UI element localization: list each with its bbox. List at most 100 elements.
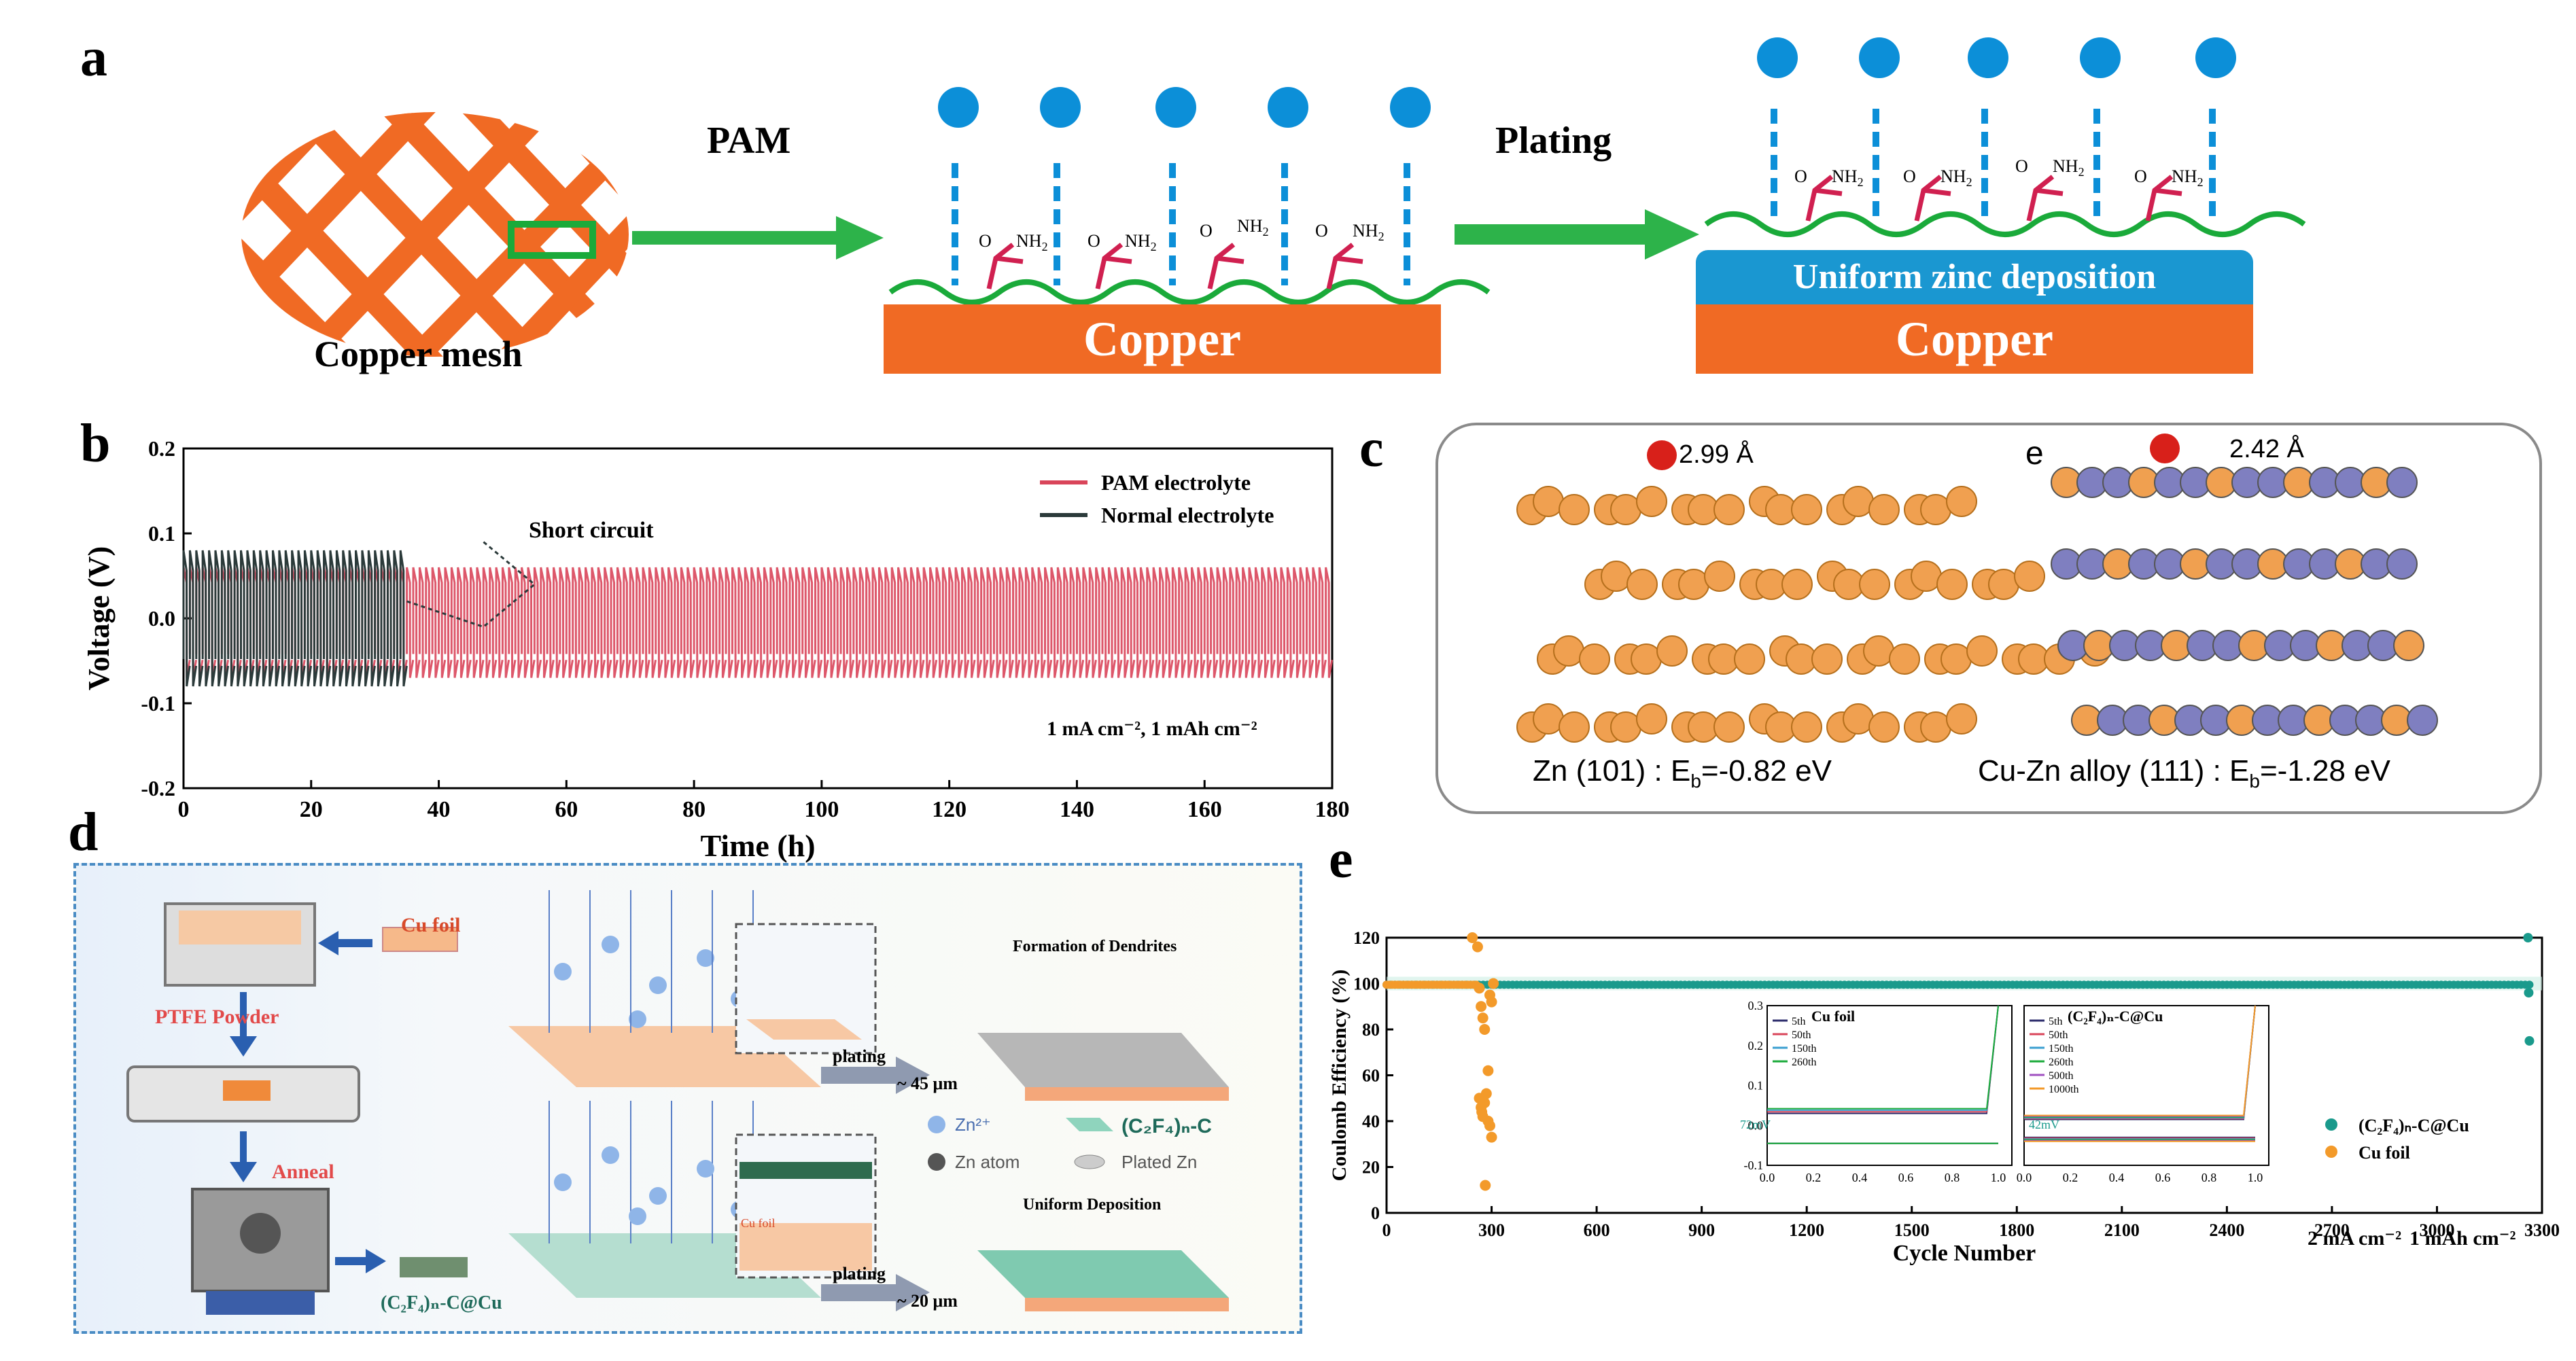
inset-x-tick: 0.4 [2109,1171,2125,1184]
panel-d-schematic [126,890,1229,1315]
inset-legend-label: 150th [2049,1043,2073,1055]
reference-atom [1647,440,1677,470]
nh2-label: NH2 [1237,216,1269,239]
cu-atom [1781,569,1813,600]
ptfe-label: PTFE Powder [155,1006,279,1028]
zn-atom [2407,705,2438,736]
data-point [1484,1120,1495,1131]
x-tick-label: 40 [428,797,451,822]
x-tick-label: 3300 [2524,1220,2560,1240]
right-distance: 2.42 Å [2229,435,2304,463]
cu-atom [1791,711,1822,743]
inset-x-tick: 0.4 [1852,1171,1868,1184]
y-tick-label: 20 [1362,1158,1380,1178]
inset-legend-label: 50th [2049,1029,2068,1041]
data-point [1477,1012,1489,1024]
x-tick-label: 2700 [2314,1220,2350,1240]
uniform-title: Uniform Deposition [1023,1196,1162,1214]
inset-legend-label: 1000th [2049,1084,2078,1095]
inset-x-tick: 0.2 [2063,1171,2078,1184]
right-caption: Cu-Zn alloy (111) : Eb=-1.28 eV [1978,754,2391,792]
x-tick-label: 1800 [1999,1220,2034,1240]
y-tick-label: 80 [1362,1020,1380,1040]
x-tick-label: 120 [932,797,967,822]
x-tick-label: 60 [555,797,578,822]
data-point [2524,1036,2535,1046]
inset-x-tick: 1.0 [1991,1171,2006,1184]
x-tick-label: 100 [804,797,839,822]
panel-a-schematic [241,37,2306,357]
inset-curve [1767,1005,1999,1110]
panel-e-inline-label: e [2025,436,2044,472]
panel-e-condition-right: 1 mAh cm⁻² [2409,1227,2516,1250]
cu-atom [1559,711,1590,743]
o-label: O [1794,166,1807,186]
inset2-mv: 42mV [2029,1118,2059,1131]
x-tick-label: 0 [1382,1220,1391,1240]
cu-atom [2014,561,2045,592]
inset-x-tick: 0.0 [1760,1171,1775,1184]
data-point [1486,996,1497,1008]
series-normal [182,550,408,687]
x-tick-label: 180 [1315,797,1350,822]
reference-atom [2150,434,2180,463]
cu-foil-label: Cu foil [401,914,461,936]
data-point [1479,1097,1491,1108]
inset-legend-label: 500th [2049,1070,2073,1082]
x-tick-label: 160 [1187,797,1222,822]
y-tick-label: 120 [1353,928,1380,948]
cu-atom [1636,486,1667,517]
copper-mesh-label: Copper mesh [314,334,523,374]
nh2-label: NH2 [2053,156,2085,179]
cu-atom [1859,569,1890,600]
inset-x-tick: 0.0 [2017,1171,2032,1184]
panel-c-label: c [1359,419,1384,478]
cu-atom [1868,494,1900,525]
zn-atom [2386,548,2418,580]
formation-title: Formation of Dendrites [1013,938,1177,955]
cu-atom [1713,494,1745,525]
series-c2f4 [1382,933,2535,1046]
x-tick-label: 0 [178,797,190,822]
x-tick-label: 2400 [2209,1220,2244,1240]
x-tick-label: 600 [1584,1220,1610,1240]
inset-y-tick: -0.1 [1744,1159,1764,1172]
y-tick-label: 60 [1362,1066,1380,1086]
x-tick-label: 1500 [1894,1220,1930,1240]
legend-label: Cu foil [2359,1143,2410,1163]
inset-y-tick: 0.3 [1748,999,1764,1012]
panel-a-label: a [80,28,107,88]
o-label: O [1087,231,1100,251]
o-label: O [1903,166,1916,186]
inset1-title: Cu foil [1811,1008,1856,1025]
copper-substrate-2: Copper [1696,304,2253,374]
legend-marker [2325,1146,2337,1158]
anneal-label: Anneal [272,1161,334,1183]
panel-e-condition-left: 2 mA cm⁻² [2308,1227,2402,1250]
inset-y-tick: 0.1 [1748,1079,1764,1093]
inset-legend-label: 50th [1792,1029,1811,1041]
pam-arrow-label: PAM [707,120,791,162]
cu-atom [1811,643,1843,675]
cu-atom [2393,630,2424,661]
nh2-label: NH2 [2172,166,2204,190]
copper-substrate-1: Copper [884,304,1441,374]
legend-label: Normal electrolyte [1101,503,1274,527]
inset-curve [2024,1005,2256,1116]
y-axis-label: Coulomb Efficiency (%) [1328,970,1351,1182]
cu-atom [1936,569,1968,600]
inset-x-tick: 0.6 [2155,1171,2171,1184]
cu-atom [1713,711,1745,743]
y-tick-label: 0.0 [148,606,175,631]
nh2-label: NH2 [1125,231,1157,254]
x-axis-label: Cycle Number [1893,1241,2036,1266]
data-point [1467,932,1478,943]
x-tick-label: 3000 [2419,1220,2454,1240]
nh2-label: NH2 [1940,166,1972,190]
cu-atom [1791,494,1822,525]
product-label: (C₂F₄)ₙ-C@Cu [381,1292,502,1313]
inset-x-tick: 0.6 [1898,1171,1914,1184]
